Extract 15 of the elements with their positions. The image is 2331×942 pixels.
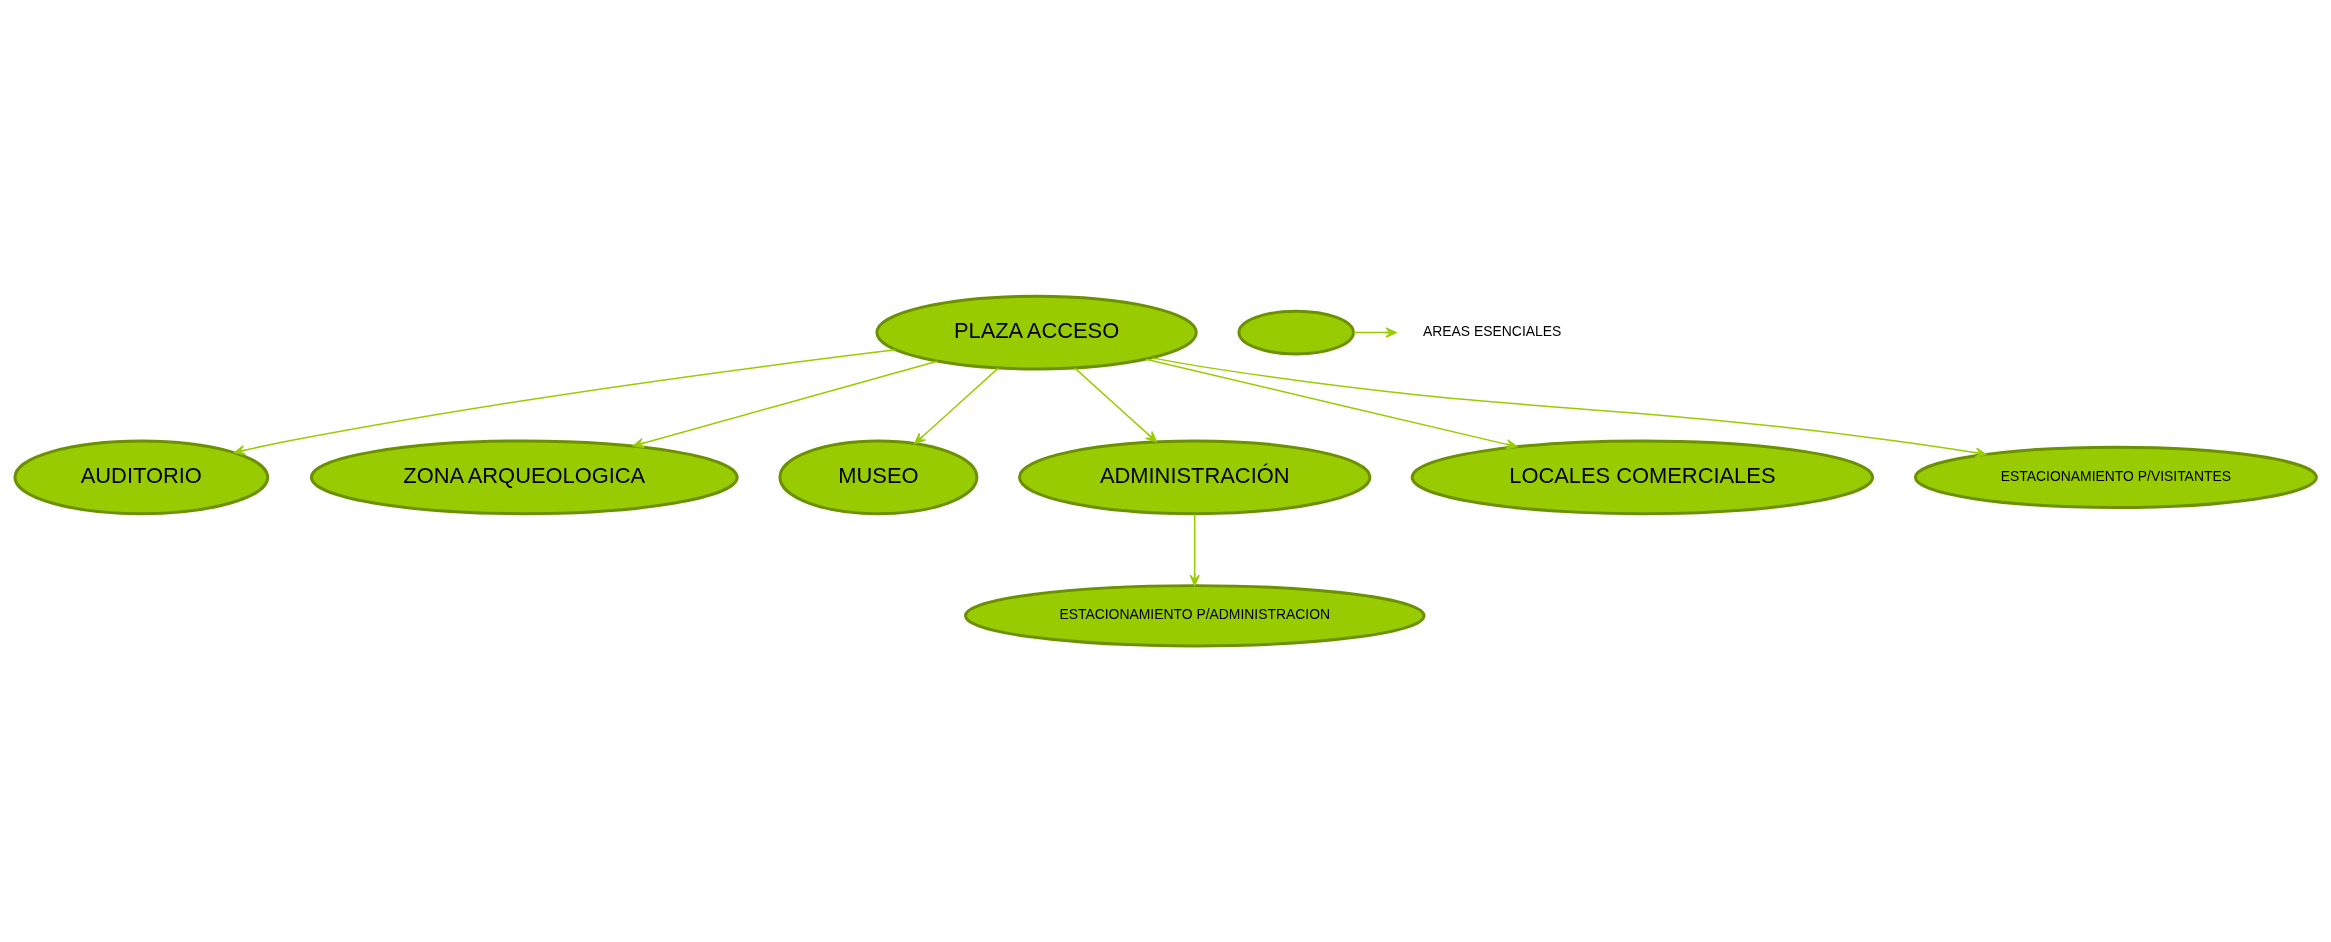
arrow [632, 360, 938, 449]
node-ellipse: ESTACIONAMIENTO P/ADMINISTRACION [963, 584, 1426, 648]
arrow [1352, 327, 1397, 338]
node-ellipse: MUSEO [778, 439, 979, 516]
node-text: AREAS ESENCIALES [1422, 323, 1562, 340]
node-ellipse [1237, 309, 1355, 356]
arrow [233, 349, 897, 456]
node-ellipse: PLAZA ACCESO [875, 294, 1198, 371]
node-ellipse: ADMINISTRACIÓN [1018, 439, 1372, 516]
arrow [914, 367, 999, 445]
node-ellipse: AUDITORIO [13, 439, 270, 516]
arrow [1145, 358, 1518, 450]
arrow [1189, 513, 1200, 586]
arrow [1151, 357, 1987, 458]
arrow [1074, 367, 1157, 443]
